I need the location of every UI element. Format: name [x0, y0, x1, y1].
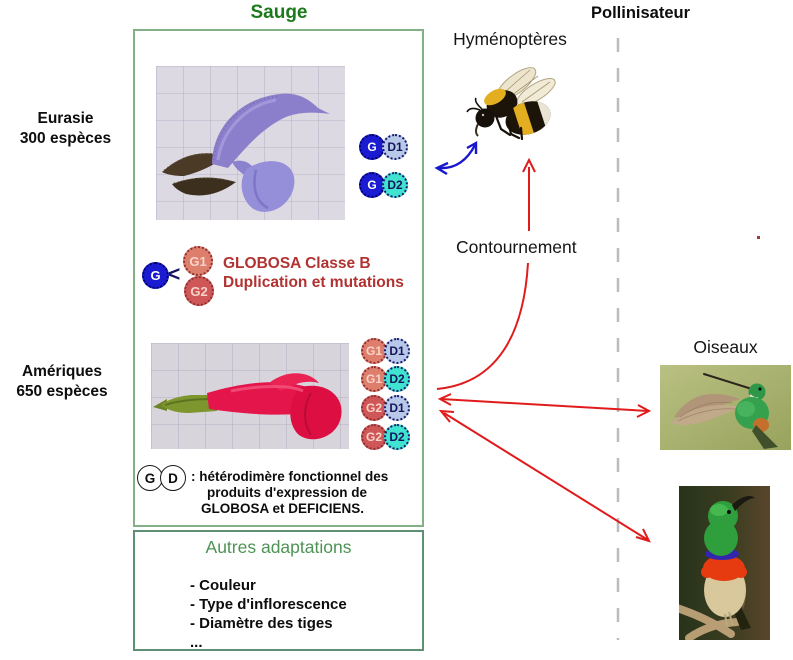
legend-text: : hétérodimère fonctionnel des produits …	[191, 469, 421, 517]
globosa-caption-line1: GLOBOSA Classe B	[223, 255, 371, 272]
label-ameriques: Amériques 650 espèces	[2, 362, 122, 402]
dimer-pair-g-d2: G D2	[359, 172, 408, 198]
protein-circle-d2: D2	[384, 366, 410, 392]
red-sage-photo	[151, 343, 349, 449]
label-hymenopteres: Hyménoptères	[453, 29, 567, 49]
purple-sage-photo	[156, 66, 345, 220]
legend-line1: : hétérodimère fonctionnel des	[191, 469, 389, 484]
protein-circle-d2: D2	[384, 424, 410, 450]
protein-circle-g1: G1	[361, 338, 387, 364]
autres-adaptations-box	[133, 530, 424, 651]
red-arrow-hummingbird	[437, 393, 652, 418]
dimer-pair-g1-d1: G1 D1	[361, 338, 410, 364]
label-ameriques-line1: Amériques	[21, 363, 103, 380]
sunbird-illustration	[679, 486, 770, 640]
label-oiseaux: Oiseaux	[693, 337, 758, 357]
adaptation-item: ...	[190, 634, 203, 651]
legend-line3: GLOBOSA et DEFICIENS.	[201, 501, 365, 516]
dimer-pair-g-d1: G D1	[359, 134, 408, 160]
protein-circle-d1: D1	[382, 134, 408, 160]
protein-circle-g2: G2	[184, 276, 214, 306]
dimer-pair-g2-d2: G2 D2	[361, 424, 410, 450]
adaptations-title: Autres adaptations	[205, 537, 352, 557]
page-title-sauge: Sauge	[250, 2, 308, 23]
red-arrow-sunbird	[438, 409, 651, 543]
protein-circle-d2: D2	[382, 172, 408, 198]
hummingbird-illustration	[660, 365, 791, 450]
purple-sage-illustration	[156, 66, 345, 220]
protein-circle-g2: G2	[361, 424, 387, 450]
adaptation-item: - Diamètre des tiges	[190, 615, 333, 632]
protein-circle-g1: G1	[183, 246, 213, 276]
label-ameriques-line2: 650 espèces	[16, 383, 108, 400]
globosa-caption: GLOBOSA Classe B Duplication et mutation…	[223, 254, 423, 292]
label-eurasie-line1: Eurasie	[37, 110, 94, 127]
adaptation-item: - Type d'inflorescence	[190, 596, 347, 613]
red-sage-illustration	[151, 343, 349, 449]
protein-circle-d1: D1	[384, 338, 410, 364]
adaptations-list: - Couleur - Type d'inflorescence - Diamè…	[190, 576, 410, 652]
label-eurasie: Eurasie 300 espèces	[8, 109, 123, 149]
red-arrow-contournement	[436, 157, 536, 390]
adaptation-item: - Couleur	[190, 577, 256, 594]
legend-line2: produits d'expression de	[207, 485, 367, 500]
bee-photo	[464, 58, 566, 148]
legend-circle-d: D	[160, 465, 186, 491]
page-title-pollinisateur: Pollinisateur	[590, 4, 691, 22]
bee-illustration	[466, 67, 556, 141]
sauge-main-box	[133, 29, 424, 527]
label-eurasie-line2: 300 espèces	[19, 130, 112, 147]
duplication-operator: <	[168, 263, 181, 286]
dimer-pair-g2-d1: G2 D1	[361, 395, 410, 421]
sunbird-photo	[679, 486, 770, 640]
protein-circle-d1: D1	[384, 395, 410, 421]
dimer-pair-g1-d2: G1 D2	[361, 366, 410, 392]
legend-circle-g: G	[137, 465, 163, 491]
globosa-caption-line2: Duplication et mutations	[223, 274, 404, 291]
label-contournement: Contournement	[456, 237, 577, 257]
hummingbird-photo	[660, 365, 791, 450]
stray-dot	[757, 236, 760, 239]
protein-circle-g: G	[142, 262, 169, 289]
